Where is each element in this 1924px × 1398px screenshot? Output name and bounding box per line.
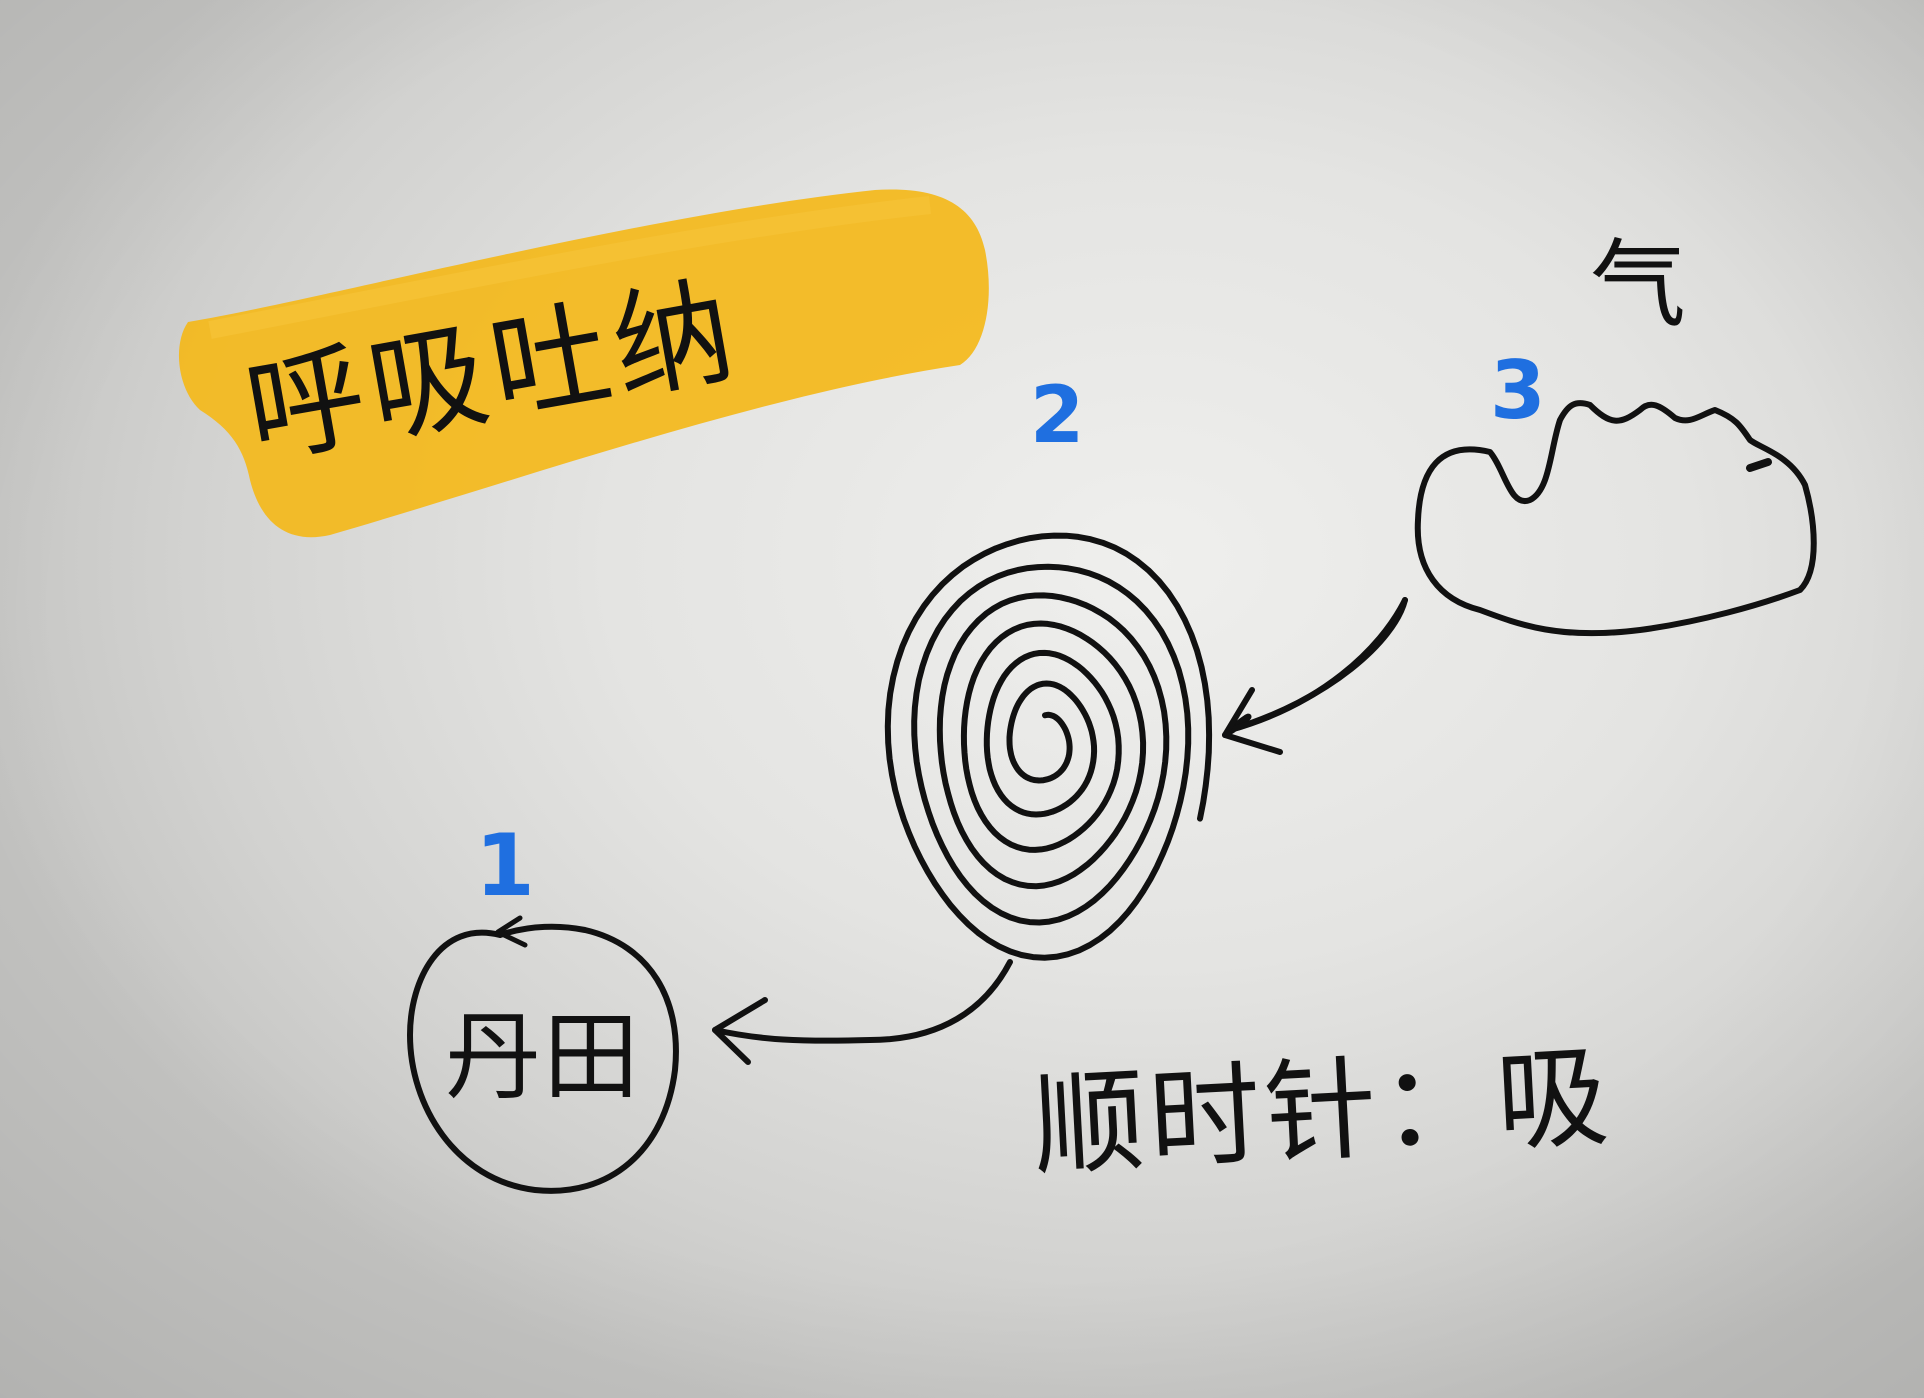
qi-label: 气 xyxy=(1590,229,1686,341)
dantian-label: 丹田 xyxy=(445,1001,641,1113)
arrow-cloud-to-spiral xyxy=(1222,597,1408,755)
title-highlight xyxy=(178,189,989,538)
step-number-3: 3 xyxy=(1490,344,1546,437)
dantian-node xyxy=(407,915,679,1194)
direction-note: 顺时针：吸 xyxy=(1030,1032,1616,1192)
step-number-2: 2 xyxy=(1030,371,1084,461)
cloud-node xyxy=(1414,400,1817,637)
step-number-1: 1 xyxy=(475,816,535,916)
spiral-node xyxy=(884,532,1213,961)
arrow-spiral-to-dantian xyxy=(712,959,1013,1065)
